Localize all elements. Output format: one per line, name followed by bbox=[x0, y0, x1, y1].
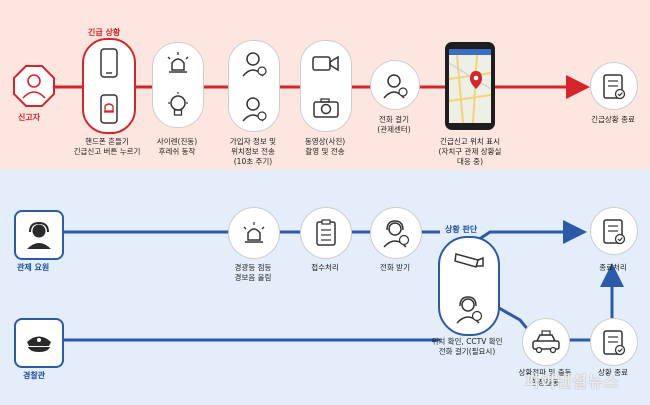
answer-headset-icon bbox=[383, 220, 410, 248]
emergency-pill bbox=[82, 38, 136, 134]
reporter-label: 신고자 bbox=[18, 113, 41, 122]
police-label: 경찰관 bbox=[23, 371, 46, 380]
checklist-complete-icon bbox=[603, 74, 626, 100]
step-video-capture: 동영상(사진) 촬영 및 전송 bbox=[304, 137, 346, 156]
video-camera-icon bbox=[312, 55, 339, 72]
step-dispatch: 상황전파 및 출동 현장출동 bbox=[518, 368, 572, 387]
step-location-display: 긴급신고 위치 표시 (자치구 관제 상황실 대응 중) bbox=[438, 137, 502, 166]
police-actor bbox=[14, 318, 64, 368]
control-agent-actor bbox=[14, 210, 64, 260]
step-end-processing: 종료처리 bbox=[599, 263, 627, 272]
call-circle bbox=[370, 60, 420, 110]
step-subscriber-info: 가입자 정보 및 위치정보 전송 (10초 주기) bbox=[229, 137, 277, 166]
user-location-icon bbox=[242, 96, 267, 121]
flashlight-bulb-icon bbox=[168, 92, 188, 116]
siren-pill bbox=[152, 42, 204, 128]
video-pill bbox=[300, 40, 352, 132]
receipt-circle bbox=[300, 207, 352, 259]
beacon-light-icon bbox=[243, 222, 265, 243]
judgment-pill bbox=[438, 236, 500, 336]
case-closed-icon bbox=[603, 330, 626, 356]
cctv-camera-icon bbox=[454, 252, 484, 268]
clipboard-checklist-icon bbox=[316, 219, 336, 246]
siren-icon bbox=[167, 52, 189, 73]
checklist-done-icon bbox=[603, 219, 626, 245]
alarm-circle bbox=[228, 207, 280, 259]
reporter-actor bbox=[13, 65, 55, 107]
user-info-icon bbox=[242, 51, 267, 76]
situation-judgment-label: 상황 판단 bbox=[445, 225, 478, 234]
answer-circle bbox=[370, 207, 422, 259]
step-siren-flash: 사이렌(진동) 후레쉬 동작 bbox=[156, 137, 198, 156]
close-circle bbox=[590, 318, 638, 366]
step-emergency-end: 긴급상황 종료 bbox=[591, 115, 635, 124]
operator-headset-icon bbox=[27, 221, 51, 249]
step-receipt: 접수처리 bbox=[311, 263, 339, 272]
control-agent-label: 관제 요원 bbox=[17, 263, 50, 272]
phone-shake-icon bbox=[100, 48, 118, 78]
end-circle-bottom bbox=[590, 207, 638, 255]
step-make-call: 전화 걸기 (관제센터) bbox=[377, 115, 411, 134]
subscriber-info-pill bbox=[228, 40, 280, 132]
reporter-octagon-icon bbox=[13, 65, 55, 107]
police-cap-icon bbox=[27, 336, 51, 352]
step-location-cctv-check: 위치 확인, CCTV 확인 전화 걸기(필요시) bbox=[431, 337, 503, 356]
map-location-icon bbox=[448, 49, 492, 124]
end-circle-top bbox=[590, 62, 638, 110]
step-answer-call: 전화 받기 bbox=[380, 263, 410, 272]
dispatch-circle bbox=[522, 318, 570, 366]
photo-camera-icon bbox=[313, 98, 339, 118]
emergency-label: 긴급 상황 bbox=[88, 28, 121, 37]
step-shake-phone: 핸드폰 흔들기 긴급신고 버튼 누르기 bbox=[73, 137, 141, 156]
map-phone bbox=[445, 42, 495, 130]
caller-headset-icon bbox=[383, 74, 408, 99]
patrol-car-icon bbox=[532, 330, 560, 354]
watermark: 파이낸셜뉴스 bbox=[525, 372, 620, 391]
phone-emergency-button-icon bbox=[100, 94, 118, 124]
step-situation-end: 상황 종료 bbox=[598, 368, 628, 377]
dispatcher-headset-icon bbox=[456, 295, 483, 324]
step-beacon-alarm: 경광등 점등 경보음 울림 bbox=[234, 263, 272, 282]
